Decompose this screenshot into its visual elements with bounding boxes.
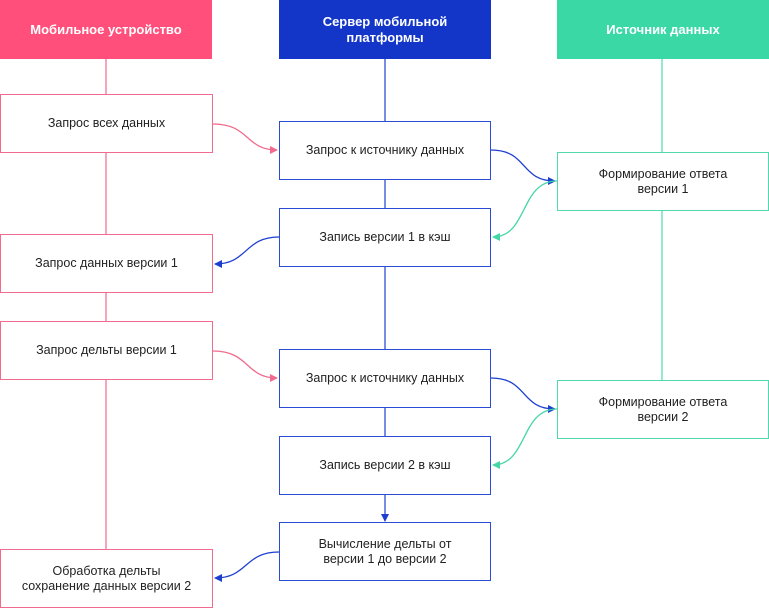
arrow-server-to-mobile-2 (214, 551, 280, 582)
source-step-response-version1: Формирование ответа версии 1 (557, 152, 769, 211)
server-step-cache-version2: Запись версии 2 в кэш (279, 436, 491, 495)
arrow-mobile-to-server-2 (212, 350, 278, 382)
arrow-source-to-server-2 (492, 408, 558, 469)
arrow-source-to-server-1 (492, 180, 558, 241)
mobile-step-request-version1: Запрос данных версии 1 (0, 234, 213, 293)
server-step-compute-delta: Вычисление дельты от версии 1 до версии … (279, 522, 491, 581)
server-step-query-source-2: Запрос к источнику данных (279, 349, 491, 408)
arrow-server-to-source-2 (490, 377, 556, 413)
server-step-cache-version1: Запись версии 1 в кэш (279, 208, 491, 267)
arrow-server-to-mobile-1 (214, 236, 280, 268)
lane-header-mobile: Мобильное устройство (0, 0, 212, 59)
mobile-step-request-delta: Запрос дельты версии 1 (0, 321, 213, 380)
mobile-step-request-all: Запрос всех данных (0, 94, 213, 153)
lane-header-server: Сервер мобильной платформы (279, 0, 491, 59)
server-step-query-source-1: Запрос к источнику данных (279, 121, 491, 180)
mobile-step-process-delta: Обработка дельты сохранение данных верси… (0, 549, 213, 608)
lane-header-source: Источник данных (557, 0, 769, 59)
source-step-response-version2: Формирование ответа версии 2 (557, 380, 769, 439)
arrow-server-to-source-1 (490, 149, 556, 185)
arrow-mobile-to-server-1 (212, 123, 278, 154)
